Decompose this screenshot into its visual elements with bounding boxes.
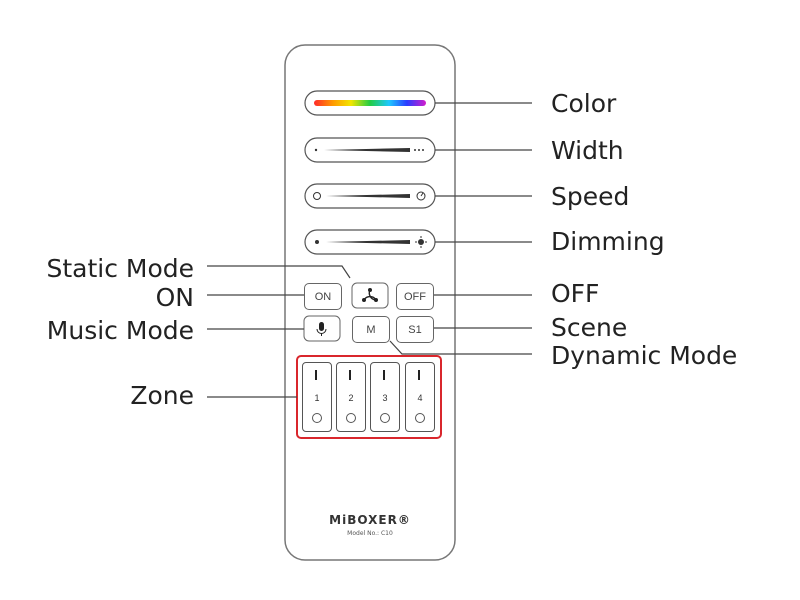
label-speed: Speed xyxy=(551,182,630,211)
label-music-mode: Music Mode xyxy=(46,316,194,345)
off-button-label: OFF xyxy=(404,290,426,303)
on-button-label: ON xyxy=(314,290,332,303)
zone-button-2[interactable]: 2 xyxy=(336,362,366,432)
m-button-label: M xyxy=(366,323,376,336)
zone-number: 3 xyxy=(382,393,388,403)
color-slider[interactable] xyxy=(304,90,436,116)
dynamic-mode-button[interactable]: M xyxy=(352,316,390,343)
zone-led-icon xyxy=(312,413,322,423)
off-button[interactable]: OFF xyxy=(396,283,434,310)
scene-button[interactable]: S1 xyxy=(396,316,434,343)
dimming-slider[interactable] xyxy=(304,229,436,255)
zone-button-3[interactable]: 3 xyxy=(370,362,400,432)
label-dynamic-mode: Dynamic Mode xyxy=(551,341,738,370)
on-indicator-bar xyxy=(418,370,420,380)
zone-button-4[interactable]: 4 xyxy=(405,362,435,432)
label-zone: Zone xyxy=(130,381,194,410)
on-indicator-bar xyxy=(315,370,317,380)
zone-led-icon xyxy=(380,413,390,423)
brand-logo: MiBOXER® xyxy=(329,513,411,527)
leader-lines xyxy=(207,102,532,398)
zone-number: 1 xyxy=(314,393,320,403)
label-scene: Scene xyxy=(551,313,628,342)
label-dimming: Dimming xyxy=(551,227,665,256)
zone-number: 2 xyxy=(348,393,354,403)
label-off: OFF xyxy=(551,279,600,308)
label-on: ON xyxy=(155,283,194,312)
speed-slider[interactable] xyxy=(304,183,436,209)
label-static-mode: Static Mode xyxy=(46,254,194,283)
s1-button-label: S1 xyxy=(408,323,422,336)
on-button[interactable]: ON xyxy=(304,283,342,310)
zone-led-icon xyxy=(415,413,425,423)
model-number: Model No.: C10 xyxy=(347,530,393,537)
on-indicator-bar xyxy=(349,370,351,380)
zone-led-icon xyxy=(346,413,356,423)
label-color: Color xyxy=(551,89,617,118)
microphone-icon xyxy=(316,322,327,336)
width-slider[interactable] xyxy=(304,137,436,163)
on-indicator-bar xyxy=(383,370,385,380)
zone-button-1[interactable]: 1 xyxy=(302,362,332,432)
music-mode-button[interactable] xyxy=(303,315,341,342)
label-width: Width xyxy=(551,136,624,165)
zone-number: 4 xyxy=(417,393,423,403)
static-mode-button[interactable] xyxy=(351,282,389,309)
